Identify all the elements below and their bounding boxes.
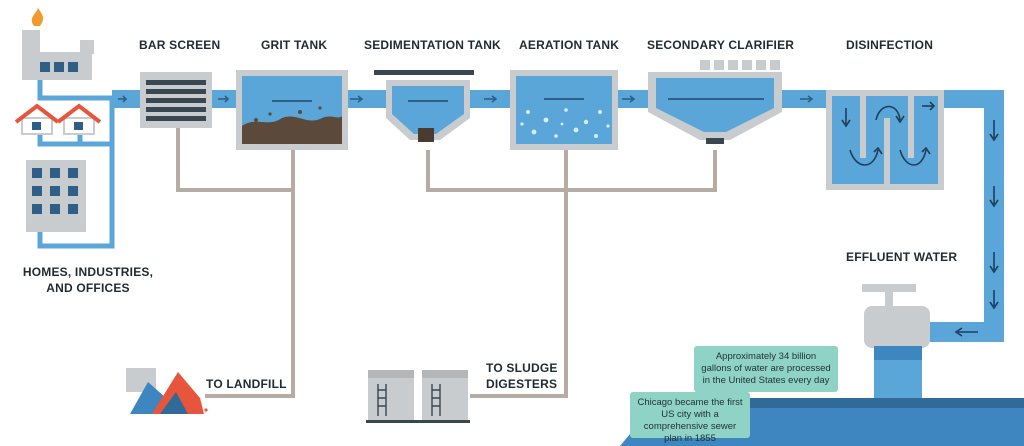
to-sludge-label-line-1: TO SLUDGE — [486, 361, 558, 375]
landfill-icon — [126, 368, 208, 414]
bar-screen — [140, 72, 212, 128]
sources-label: HOMES, INDUSTRIES, AND OFFICES — [20, 264, 156, 296]
aeration-tank-label: AERATION TANK — [519, 38, 620, 52]
sludge-digester-icon — [366, 370, 470, 423]
to-landfill-label: TO LANDFILL — [206, 377, 287, 391]
fact-note-gallons: Approximately 34 billion gallons of wate… — [694, 346, 838, 392]
bar-screen-label: BAR SCREEN — [139, 38, 221, 52]
disinfection-tank — [826, 90, 944, 190]
office-building-icon — [26, 160, 86, 232]
sources-label-line-2: AND OFFICES — [46, 281, 130, 295]
effluent-water-label: EFFLUENT WATER — [846, 250, 958, 264]
flow-arrows — [118, 95, 814, 103]
factory-icon — [22, 8, 94, 80]
effluent-pipe — [930, 90, 1004, 342]
grit-tank — [236, 70, 348, 150]
sludge-lines — [176, 128, 717, 398]
house-icon — [56, 103, 102, 135]
effluent-valve — [862, 284, 930, 406]
secondary-clarifier — [648, 60, 782, 144]
sedimentation-tank-label: SEDIMENTATION TANK — [364, 38, 501, 52]
to-sludge-label-line-2: DIGESTERS — [486, 377, 558, 391]
aeration-tank — [510, 70, 618, 150]
disinfection-label: DISINFECTION — [846, 38, 934, 52]
sources-label-line-1: HOMES, INDUSTRIES, — [22, 265, 154, 279]
to-sludge-label: TO SLUDGE DIGESTERS — [486, 360, 558, 392]
secondary-clarifier-label: SECONDARY CLARIFIER — [647, 38, 795, 52]
fact-note-chicago: Chicago became the first US city with a … — [630, 392, 750, 444]
sedimentation-tank — [374, 70, 474, 142]
house-icon — [14, 103, 60, 135]
grit-tank-label: GRIT TANK — [261, 38, 328, 52]
source-pipes — [37, 78, 118, 249]
